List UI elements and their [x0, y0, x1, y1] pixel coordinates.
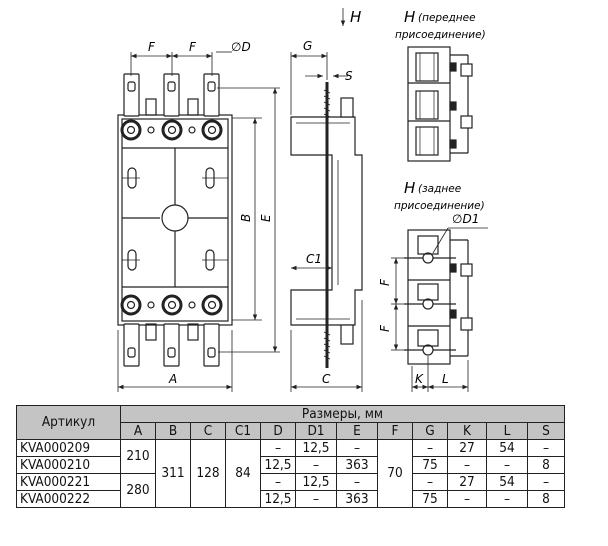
view-h-rear	[404, 229, 473, 365]
rear-connection-note-2: присоединение)	[394, 200, 485, 212]
value-cell-e: 363	[336, 456, 378, 474]
front-connection-note-1: (переднее	[418, 12, 476, 24]
value-cell-e: –	[336, 473, 378, 491]
value-cell-s: –	[527, 473, 565, 491]
dim-label-c1: C1	[306, 252, 322, 266]
table-col-c: C	[190, 422, 226, 440]
table-col-s: S	[527, 422, 565, 440]
table-col-a: A	[120, 422, 156, 440]
technical-drawing: F F ∅D B E A H G S C1 C H (переднее прис…	[117, 8, 488, 392]
value-cell-c1: 84	[225, 439, 261, 508]
view-label-h-front: H	[404, 8, 415, 26]
table-col-b: B	[155, 422, 191, 440]
view-label-h-rear: H	[404, 179, 415, 197]
table-col-d: D	[260, 422, 296, 440]
value-cell-g: –	[412, 439, 448, 457]
article-cell: KVA000209	[16, 439, 121, 457]
dim-label-s: S	[345, 69, 353, 83]
view-label-h: H	[350, 8, 361, 26]
value-cell-l: 54	[486, 439, 528, 457]
dim-label-f-2: F	[189, 40, 197, 54]
view-h-front	[407, 46, 473, 162]
table-row: KVA000222 12,5 – 363 75 – – 8	[16, 490, 565, 508]
dim-label-k: K	[415, 372, 424, 386]
value-cell-e: –	[336, 439, 378, 457]
value-cell-s: 8	[527, 490, 565, 508]
dim-label-b: B	[239, 214, 253, 222]
table-col-f: F	[377, 422, 413, 440]
value-cell-s: 8	[527, 456, 565, 474]
dim-label-d: ∅D	[231, 40, 251, 54]
dim-label-d1: ∅D1	[452, 212, 479, 226]
value-cell-g: 75	[412, 490, 448, 508]
view-h-rear-dimensions	[391, 227, 488, 392]
table-row: KVA000210 12,5 – 363 75 – – 8	[16, 456, 565, 474]
article-cell: KVA000210	[16, 456, 121, 474]
article-cell: KVA000221	[16, 473, 121, 491]
value-cell-d: 12,5	[260, 456, 296, 474]
value-cell-k: 27	[447, 439, 487, 457]
value-cell-l: –	[486, 490, 528, 508]
dim-label-f-3: F	[378, 278, 392, 286]
bottom-terminals	[123, 323, 220, 367]
table-col-d1: D1	[295, 422, 337, 440]
table-col-l: L	[486, 422, 528, 440]
front-connection-note-2: присоединение)	[395, 29, 486, 41]
value-cell-a: 210	[120, 439, 156, 474]
bottom-contacts	[120, 294, 223, 316]
dimensions-table: Артикул Размеры, мм A B C C1 D D1 E F G …	[16, 405, 565, 508]
value-cell-d1: –	[295, 490, 337, 508]
value-cell-g: –	[412, 473, 448, 491]
value-cell-f: 70	[377, 439, 413, 508]
table-header-article: Артикул	[16, 405, 121, 440]
value-cell-s: –	[527, 439, 565, 457]
front-view-dimensions	[117, 51, 280, 392]
article-cell: KVA000222	[16, 490, 121, 508]
value-cell-c: 128	[190, 439, 226, 508]
dim-label-f-1: F	[148, 40, 156, 54]
table-header-dimensions: Размеры, мм	[120, 405, 565, 423]
dim-label-e: E	[259, 214, 273, 222]
value-cell-d: 12,5	[260, 490, 296, 508]
value-cell-d1: –	[295, 456, 337, 474]
table-col-e: E	[336, 422, 378, 440]
table-row: KVA000221 280 – 12,5 – – 27 54 –	[16, 473, 565, 508]
value-cell-d1: 12,5	[295, 439, 337, 457]
front-view	[117, 73, 233, 367]
top-contacts	[120, 119, 223, 141]
value-cell-a: 280	[120, 473, 156, 508]
value-cell-e: 363	[336, 490, 378, 508]
value-cell-b: 311	[155, 439, 191, 508]
value-cell-d1: 12,5	[295, 473, 337, 491]
value-cell-k: –	[447, 490, 487, 508]
value-cell-k: –	[447, 456, 487, 474]
side-view	[290, 82, 363, 368]
table-col-k: K	[447, 422, 487, 440]
side-view-dimensions	[290, 8, 363, 392]
dim-label-a: A	[168, 372, 177, 386]
table-col-c1: C1	[225, 422, 261, 440]
value-cell-d: –	[260, 473, 296, 491]
table-col-g: G	[412, 422, 448, 440]
value-cell-l: 54	[486, 473, 528, 491]
dim-label-g: G	[303, 39, 312, 53]
value-cell-g: 75	[412, 456, 448, 474]
top-terminals	[123, 73, 220, 117]
rear-connection-note-1: (заднее	[418, 183, 461, 195]
value-cell-k: 27	[447, 473, 487, 491]
value-cell-l: –	[486, 456, 528, 474]
value-cell-d: –	[260, 439, 296, 457]
dim-label-f-4: F	[378, 324, 392, 332]
dim-label-l: L	[442, 372, 449, 386]
dim-label-c: C	[322, 372, 331, 386]
table-row: KVA000209 210 311 128 84 – 12,5 – 70 – 2…	[16, 439, 565, 508]
